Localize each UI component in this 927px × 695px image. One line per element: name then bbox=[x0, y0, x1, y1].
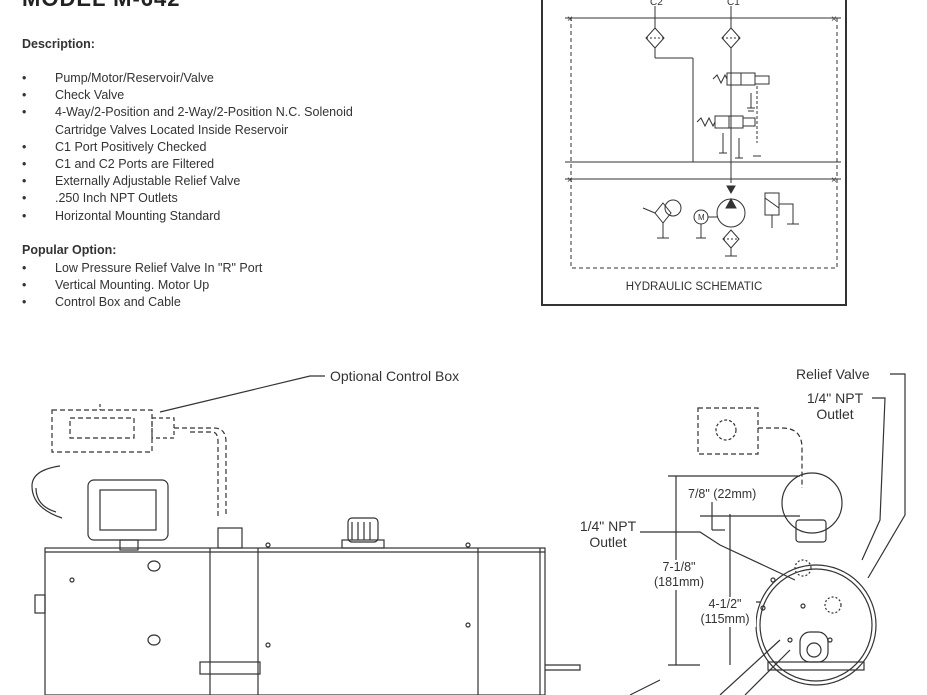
list-item: •4-Way/2-Position and 2-Way/2-Position N… bbox=[22, 105, 353, 120]
relief-valve-label: Relief Valve bbox=[796, 366, 870, 382]
list-item: •Low Pressure Relief Valve In "R" Port bbox=[22, 261, 263, 275]
list-item: •Pump/Motor/Reservoir/Valve bbox=[22, 71, 214, 85]
fill-cap bbox=[347, 517, 379, 543]
dimension-7-8: 7/8" (22mm) bbox=[688, 487, 757, 502]
schematic-caption: HYDRAULIC SCHEMATIC bbox=[625, 281, 763, 293]
optional-control-box-label: Optional Control Box bbox=[330, 368, 460, 384]
schematic-diagram: C2 C1 M bbox=[565, 0, 841, 269]
svg-text:M: M bbox=[698, 213, 705, 222]
list-item: •Check Valve bbox=[22, 88, 125, 103]
control-box-leader bbox=[159, 375, 325, 413]
port-c1-label: C1 bbox=[727, 0, 740, 8]
list-item: •Control Box and Cable bbox=[22, 295, 181, 310]
list-item: Cartridge Valves Located Inside Reservoi… bbox=[55, 122, 289, 137]
svg-text:×: × bbox=[831, 14, 837, 25]
list-item: •Horizontal Mounting Standard bbox=[22, 208, 221, 223]
list-item: •Externally Adjustable Relief Valve bbox=[22, 174, 241, 189]
list-item: •Vertical Mounting. Motor Up bbox=[22, 278, 210, 293]
motor-end-view bbox=[755, 564, 877, 686]
svg-text:×: × bbox=[567, 14, 573, 25]
description-list: •Pump/Motor/Reservoir/Valve •Check Valve… bbox=[22, 70, 353, 225]
svg-text:×: × bbox=[831, 175, 837, 186]
list-item: •C1 and C2 Ports are Filtered bbox=[22, 157, 215, 172]
svg-text:×: × bbox=[567, 175, 573, 186]
port-c2-label: C2 bbox=[650, 0, 663, 8]
npt-outlet-left-label: 1/4" NPT Outlet bbox=[579, 518, 637, 550]
list-item: •.250 Inch NPT Outlets bbox=[22, 191, 178, 206]
popular-option-list: •Low Pressure Relief Valve In "R" Port •… bbox=[22, 260, 262, 312]
optional-control-box bbox=[51, 409, 153, 453]
description-heading: Description: bbox=[22, 37, 95, 51]
model-title: MODEL M-642 bbox=[22, 0, 181, 12]
popular-option-heading: Popular Option: bbox=[22, 243, 117, 257]
dimension-7-1-8: 7-1/8" (181mm) bbox=[646, 560, 712, 590]
dimension-4-1-2: 4-1/2" (115mm) bbox=[694, 597, 756, 627]
hydraulic-schematic: C2 C1 M bbox=[541, 0, 847, 306]
reservoir-body bbox=[44, 547, 546, 695]
optional-control-box-end bbox=[697, 407, 759, 455]
npt-outlet-right-label: 1/4" NPT Outlet bbox=[806, 390, 864, 422]
list-item: •C1 Port Positively Checked bbox=[22, 139, 207, 154]
